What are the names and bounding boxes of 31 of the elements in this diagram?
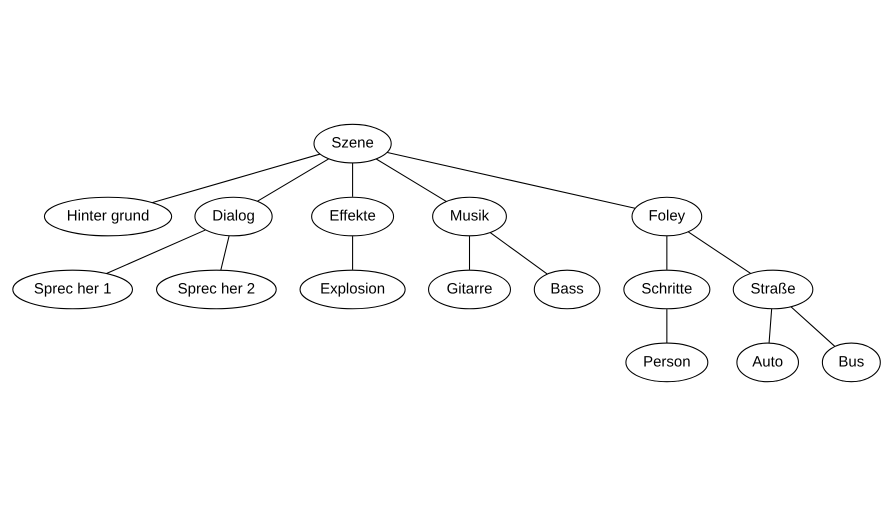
- connector: [468, 236, 470, 270]
- node-ellipse: Schritte: [623, 270, 710, 310]
- node-ellipse: Gitarre: [428, 270, 511, 310]
- connector: [106, 229, 206, 274]
- node-ellipse: Foley: [631, 196, 702, 236]
- node-ellipse: Dialog: [194, 196, 273, 236]
- connector: [257, 158, 330, 202]
- connector: [152, 154, 320, 204]
- node-ellipse: Person: [625, 342, 708, 382]
- node-ellipse: Explosion: [300, 270, 406, 310]
- node-ellipse: Sprec her 2: [156, 270, 277, 310]
- connector: [220, 236, 230, 270]
- node-ellipse: Hinter grund: [44, 196, 172, 236]
- node-ellipse: Auto: [736, 342, 799, 382]
- connector: [352, 163, 354, 197]
- node-ellipse: Musik: [432, 196, 507, 236]
- connector: [790, 306, 836, 347]
- connector: [490, 232, 548, 274]
- connector: [768, 308, 772, 343]
- connector: [666, 309, 668, 343]
- node-ellipse: Bass: [534, 270, 600, 310]
- node-ellipse: Straße: [732, 270, 814, 310]
- connector: [688, 231, 751, 274]
- connector: [666, 236, 668, 270]
- connector: [386, 152, 636, 209]
- connector: [376, 158, 447, 202]
- node-ellipse: Bus: [822, 342, 881, 382]
- node-ellipse: Sprec her 1: [12, 270, 134, 310]
- node-ellipse: Effekte: [311, 196, 394, 236]
- connector: [352, 236, 354, 270]
- node-ellipse: Szene: [313, 124, 392, 164]
